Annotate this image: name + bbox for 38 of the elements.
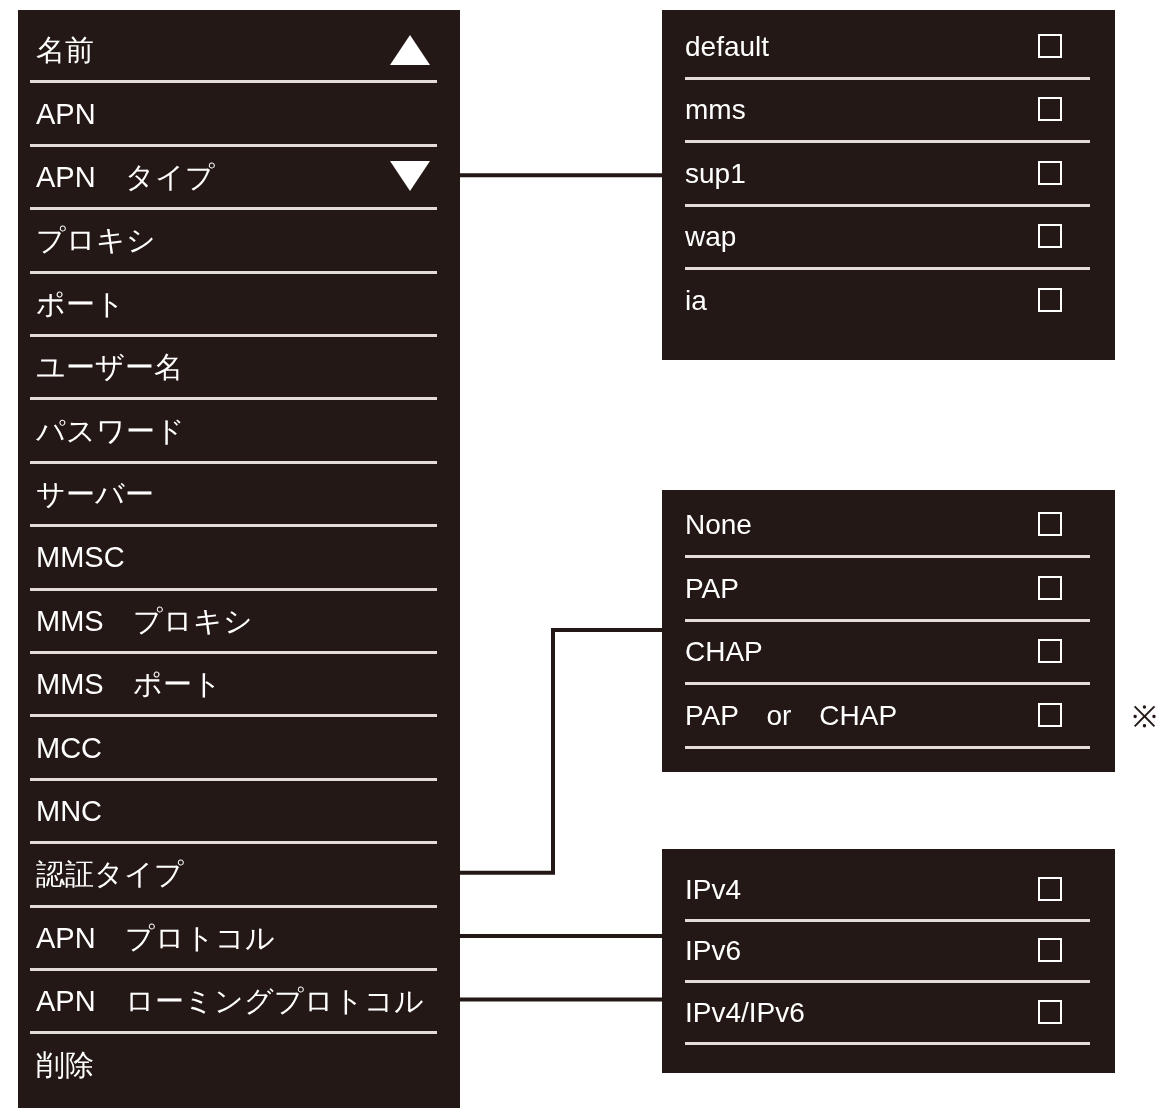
option-label: IPv6 xyxy=(685,934,742,969)
connector-line xyxy=(460,173,662,178)
option-label: ia xyxy=(685,283,707,318)
menu-item-label: 名前 xyxy=(36,33,94,69)
menu-item-label: APN タイプ xyxy=(36,160,215,195)
connector-line xyxy=(460,997,662,1002)
menu-item-label: プロキシ xyxy=(36,223,156,259)
menu-item-label: サーバー xyxy=(36,477,154,512)
menu-item-label: APN ローミングプロトコル xyxy=(36,984,424,1020)
option-label: None xyxy=(685,508,752,543)
reference-mark: ※ xyxy=(1132,699,1157,735)
option-label: IPv4 xyxy=(685,872,742,907)
menu-item-label: MMS ポート xyxy=(36,667,222,703)
menu-panel xyxy=(18,10,460,1108)
option-label: wap xyxy=(685,220,737,255)
menu-item-label: APN プロトコル xyxy=(36,920,275,956)
connector-line xyxy=(460,628,662,875)
option-label: sup1 xyxy=(685,156,746,191)
option-label: mms xyxy=(685,93,746,128)
option-panel xyxy=(662,10,1115,360)
option-panel xyxy=(662,490,1115,772)
connector-line xyxy=(460,934,662,939)
menu-item-label: MMS プロキシ xyxy=(36,603,253,639)
menu-item-label: MMSC xyxy=(36,540,125,576)
menu-item-label: MNC xyxy=(36,794,103,829)
menu-item-label: APN xyxy=(36,96,96,132)
menu-item-label: パスワード xyxy=(36,413,185,449)
menu-item-label: 認証タイプ xyxy=(36,857,184,893)
option-label: PAP or CHAP xyxy=(685,698,898,733)
menu-item-label: 削除 xyxy=(36,1047,94,1083)
menu-item-label: ユーザー名 xyxy=(36,350,183,386)
option-label: IPv4/IPv6 xyxy=(685,995,805,1030)
option-label: default xyxy=(685,29,770,64)
option-label: PAP xyxy=(685,571,739,606)
option-panel xyxy=(662,849,1115,1073)
menu-item-label: MCC xyxy=(36,730,103,766)
menu-item-label: ポート xyxy=(36,286,125,322)
option-label: CHAP xyxy=(685,635,763,670)
